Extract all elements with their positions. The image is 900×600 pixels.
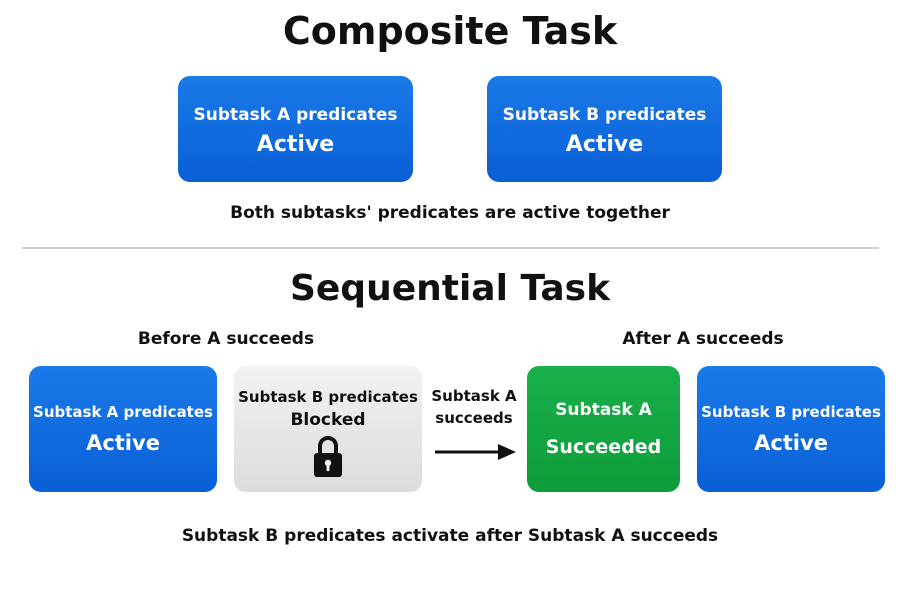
composite-task-title: Composite Task — [282, 9, 618, 53]
after-label: After A succeeds — [622, 329, 784, 349]
composite-subtask-a-label: Subtask A predicates — [193, 105, 398, 125]
composite-subtask-b-label: Subtask B predicates — [502, 105, 707, 125]
sequential-task-title: Sequential Task — [289, 268, 611, 309]
before-subtask-a-label: Subtask A predicates — [33, 403, 213, 421]
before-subtask-a-status: Active — [86, 431, 160, 455]
composite-subtask-b-box: Subtask B predicates Active — [487, 76, 722, 182]
arrow-label-line2: succeeds — [435, 409, 513, 427]
lock-icon — [314, 436, 342, 477]
after-subtask-a-status: Succeeded — [545, 436, 662, 458]
before-subtask-b-label: Subtask B predicates — [238, 388, 418, 406]
composite-subtask-b-status: Active — [565, 132, 644, 157]
transition-arrow-icon — [435, 444, 516, 460]
before-subtask-b-status: Blocked — [290, 410, 366, 430]
composite-subtask-a-status: Active — [256, 132, 335, 157]
after-subtask-b-label: Subtask B predicates — [701, 403, 881, 421]
before-subtask-a-box: Subtask A predicates Active — [29, 366, 217, 492]
section-divider — [22, 247, 879, 249]
arrow-label: Subtask A succeeds — [424, 385, 524, 429]
sequential-caption: Subtask B predicates activate after Subt… — [181, 526, 719, 546]
after-subtask-a-label: Subtask A — [555, 400, 652, 420]
after-subtask-a-box: Subtask A Succeeded — [527, 366, 680, 492]
composite-subtask-a-box: Subtask A predicates Active — [178, 76, 413, 182]
after-subtask-b-box: Subtask B predicates Active — [697, 366, 885, 492]
arrow-label-line1: Subtask A — [431, 387, 517, 405]
before-label: Before A succeeds — [137, 329, 315, 349]
composite-caption: Both subtasks' predicates are active tog… — [230, 203, 670, 223]
before-subtask-b-box: Subtask B predicates Blocked — [234, 366, 422, 492]
after-subtask-b-status: Active — [754, 431, 828, 455]
